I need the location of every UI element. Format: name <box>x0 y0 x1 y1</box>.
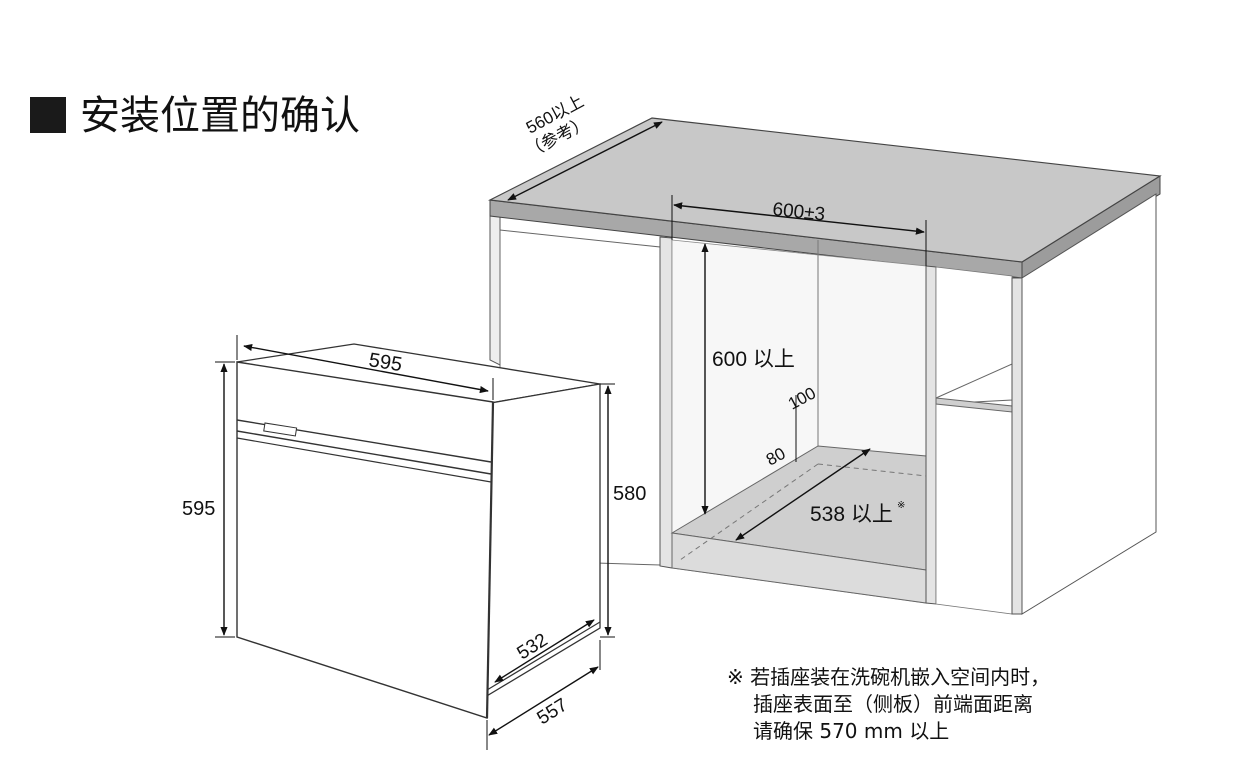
cabinet-right-side <box>1021 193 1157 615</box>
oven <box>236 343 601 719</box>
note-line-3: 请确保 570 mm 以上 <box>753 719 950 743</box>
oven-front <box>236 361 494 719</box>
width-dimension-line <box>673 202 925 235</box>
oven-display <box>263 422 298 437</box>
floor-depth-dimension-line <box>735 448 871 541</box>
oven-body-height-label: 580 <box>613 483 646 505</box>
height-label: 600 以上 <box>712 348 795 371</box>
cabinet-mid-panel-left <box>659 236 673 569</box>
oven-width-dimension-line <box>243 343 489 394</box>
oven-control-line-2 <box>236 430 492 475</box>
oven-depth-label: 557 <box>534 695 572 730</box>
oven-door-top-line <box>236 437 492 483</box>
note-line-2: 插座表面至（侧板）前端面距离 <box>753 692 1033 716</box>
cabinet-left-panel <box>489 214 501 366</box>
cabinet-mid-panel-right <box>925 265 937 605</box>
right-compartment <box>935 266 1013 615</box>
oven-dimensions: 595 595 580 532 557 <box>182 335 646 750</box>
oven-width-label: 595 <box>367 349 403 376</box>
page-title: 安装位置的确认 <box>30 92 360 140</box>
note-mark: ※ <box>727 665 744 689</box>
floor-depth-mark: ※ <box>897 500 905 511</box>
title-text: 安装位置的确认 <box>80 93 360 139</box>
floor-depth-label: 538 以上 <box>810 503 893 526</box>
installation-note: ※ 若插座装在洗碗机嵌入空间内时， 插座表面至（侧板）前端面距离 请确保 570… <box>727 664 1050 745</box>
oven-height-label: 595 <box>182 498 215 520</box>
oven-front-edge <box>485 401 495 719</box>
note-line-1: 若插座装在洗碗机嵌入空间内时， <box>750 665 1051 689</box>
cabinet-right-panel <box>1011 277 1023 615</box>
oven-depth-dimension-line <box>488 666 599 736</box>
depth-dimension-line <box>507 121 663 201</box>
square-bullet-icon <box>30 97 66 133</box>
